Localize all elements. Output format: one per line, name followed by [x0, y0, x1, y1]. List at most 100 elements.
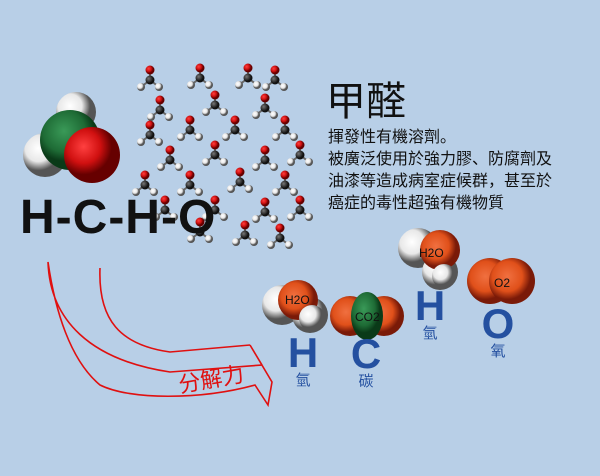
- carbon-atom: [145, 130, 155, 140]
- description-line: 油漆等造成病室症候群，甚至於: [328, 171, 553, 190]
- carbon-atom: [270, 75, 280, 85]
- hydrogen-atom: [252, 163, 260, 171]
- carbon-atom: [260, 207, 270, 217]
- carbon-atom: [230, 125, 240, 135]
- hydrogen-atom: [137, 83, 145, 91]
- hydrogen-atom: [272, 188, 280, 196]
- hydrogen-atom: [175, 163, 183, 171]
- hydrogen-atom: [250, 238, 258, 246]
- molecule-label: H2O: [285, 293, 310, 307]
- carbon-atom: [195, 227, 205, 237]
- oxygen-atom: [145, 65, 155, 75]
- hydrogen-atom: [177, 188, 185, 196]
- oxygen-atom: [195, 63, 205, 73]
- carbon-atom: [140, 180, 150, 190]
- carbon-atom: [235, 177, 245, 187]
- oxygen-atom: [280, 115, 290, 125]
- oxygen-atom: [145, 120, 155, 130]
- hydrogen-atom: [305, 158, 313, 166]
- hydrogen-atom: [205, 235, 213, 243]
- element-name: 氧: [490, 342, 506, 360]
- carbon-atom: [210, 150, 220, 160]
- carbon-atom: [243, 73, 253, 83]
- oxygen-atom: [270, 65, 280, 75]
- element-symbol: C: [350, 330, 382, 377]
- hydrogen-atom: [202, 108, 210, 116]
- oxygen-atom: [280, 170, 290, 180]
- description-line: 癌症的毒性超強有機物質: [328, 193, 505, 212]
- hydrogen-atom: [262, 83, 270, 91]
- hydrogen-atom: [195, 188, 203, 196]
- description-line: 揮發性有機溶劑。: [328, 127, 457, 146]
- hydrogen-atom: [270, 215, 278, 223]
- hydrogen-atom: [305, 213, 313, 221]
- oxygen-atom: [210, 195, 220, 205]
- oxygen-atom: [240, 220, 250, 230]
- hydrogen-atom: [252, 111, 260, 119]
- hydrogen-atom: [220, 158, 228, 166]
- carbon-atom: [295, 150, 305, 160]
- oxygen-atom: [155, 95, 165, 105]
- oxygen-atom: [210, 90, 220, 100]
- hydrogen-atom: [235, 81, 243, 89]
- hydrogen-atom: [155, 83, 163, 91]
- hydrogen-atom: [245, 185, 253, 193]
- oxygen-atom: [235, 167, 245, 177]
- carbon-atom: [210, 205, 220, 215]
- hydrogen-atom: [272, 133, 280, 141]
- oxygen-atom: [275, 223, 285, 233]
- water-molecule-1: [262, 280, 328, 333]
- hydrogen-atom: [285, 241, 293, 249]
- carbon-atom: [275, 233, 285, 243]
- chemical-formula: H-C-H-O: [20, 191, 217, 244]
- carbon-atom: [210, 100, 220, 110]
- carbon-atom: [240, 230, 250, 240]
- hydrogen-atom: [253, 81, 261, 89]
- element-symbol: H: [414, 282, 446, 329]
- molecule-label: H2O: [419, 246, 444, 260]
- hydrogen-atom: [220, 213, 228, 221]
- element-name: 氫: [295, 371, 311, 389]
- co2-molecule: [330, 292, 404, 340]
- hydrogen-atom: [252, 215, 260, 223]
- oxygen-atom: [140, 170, 150, 180]
- formaldehyde-model: [23, 92, 120, 183]
- hydrogen-atom: [187, 235, 195, 243]
- hydrogen-atom: [187, 81, 195, 89]
- hydrogen-atom: [170, 213, 178, 221]
- oxygen-atom: [185, 170, 195, 180]
- carbon-atom: [145, 75, 155, 85]
- hydrogen-atom: [280, 83, 288, 91]
- element-name: 碳: [358, 372, 374, 390]
- hydrogen-atom: [155, 138, 163, 146]
- hydrogen-atom: [177, 133, 185, 141]
- oxygen-atom: [160, 195, 170, 205]
- hydrogen-atom: [227, 185, 235, 193]
- page-title: 甲醛: [326, 79, 406, 125]
- molecule-label: O2: [494, 276, 511, 290]
- hydrogen-atom: [240, 133, 248, 141]
- hydrogen-atom: [270, 111, 278, 119]
- carbon-atom: [155, 105, 165, 115]
- hydrogen-atom: [150, 188, 158, 196]
- oxygen-atom: [185, 115, 195, 125]
- hydrogen-atom: [152, 213, 160, 221]
- element-symbol: H: [287, 329, 319, 376]
- carbon-atom: [185, 125, 195, 135]
- hydrogen-atom: [147, 113, 155, 121]
- hydrogen-atom: [290, 133, 298, 141]
- oxygen-atom: [243, 63, 253, 73]
- carbon-atom: [165, 155, 175, 165]
- hydrogen-atom: [202, 213, 210, 221]
- molecule-label: CO2: [355, 310, 380, 324]
- oxygen-atom: [195, 217, 205, 227]
- hydrogen-atom: [222, 133, 230, 141]
- hydrogen-atom: [165, 113, 173, 121]
- oxygen-atom: [295, 140, 305, 150]
- element-name: 氫: [422, 324, 438, 342]
- oxygen-atom: [230, 115, 240, 125]
- carbon-atom: [260, 103, 270, 113]
- carbon-atom: [160, 205, 170, 215]
